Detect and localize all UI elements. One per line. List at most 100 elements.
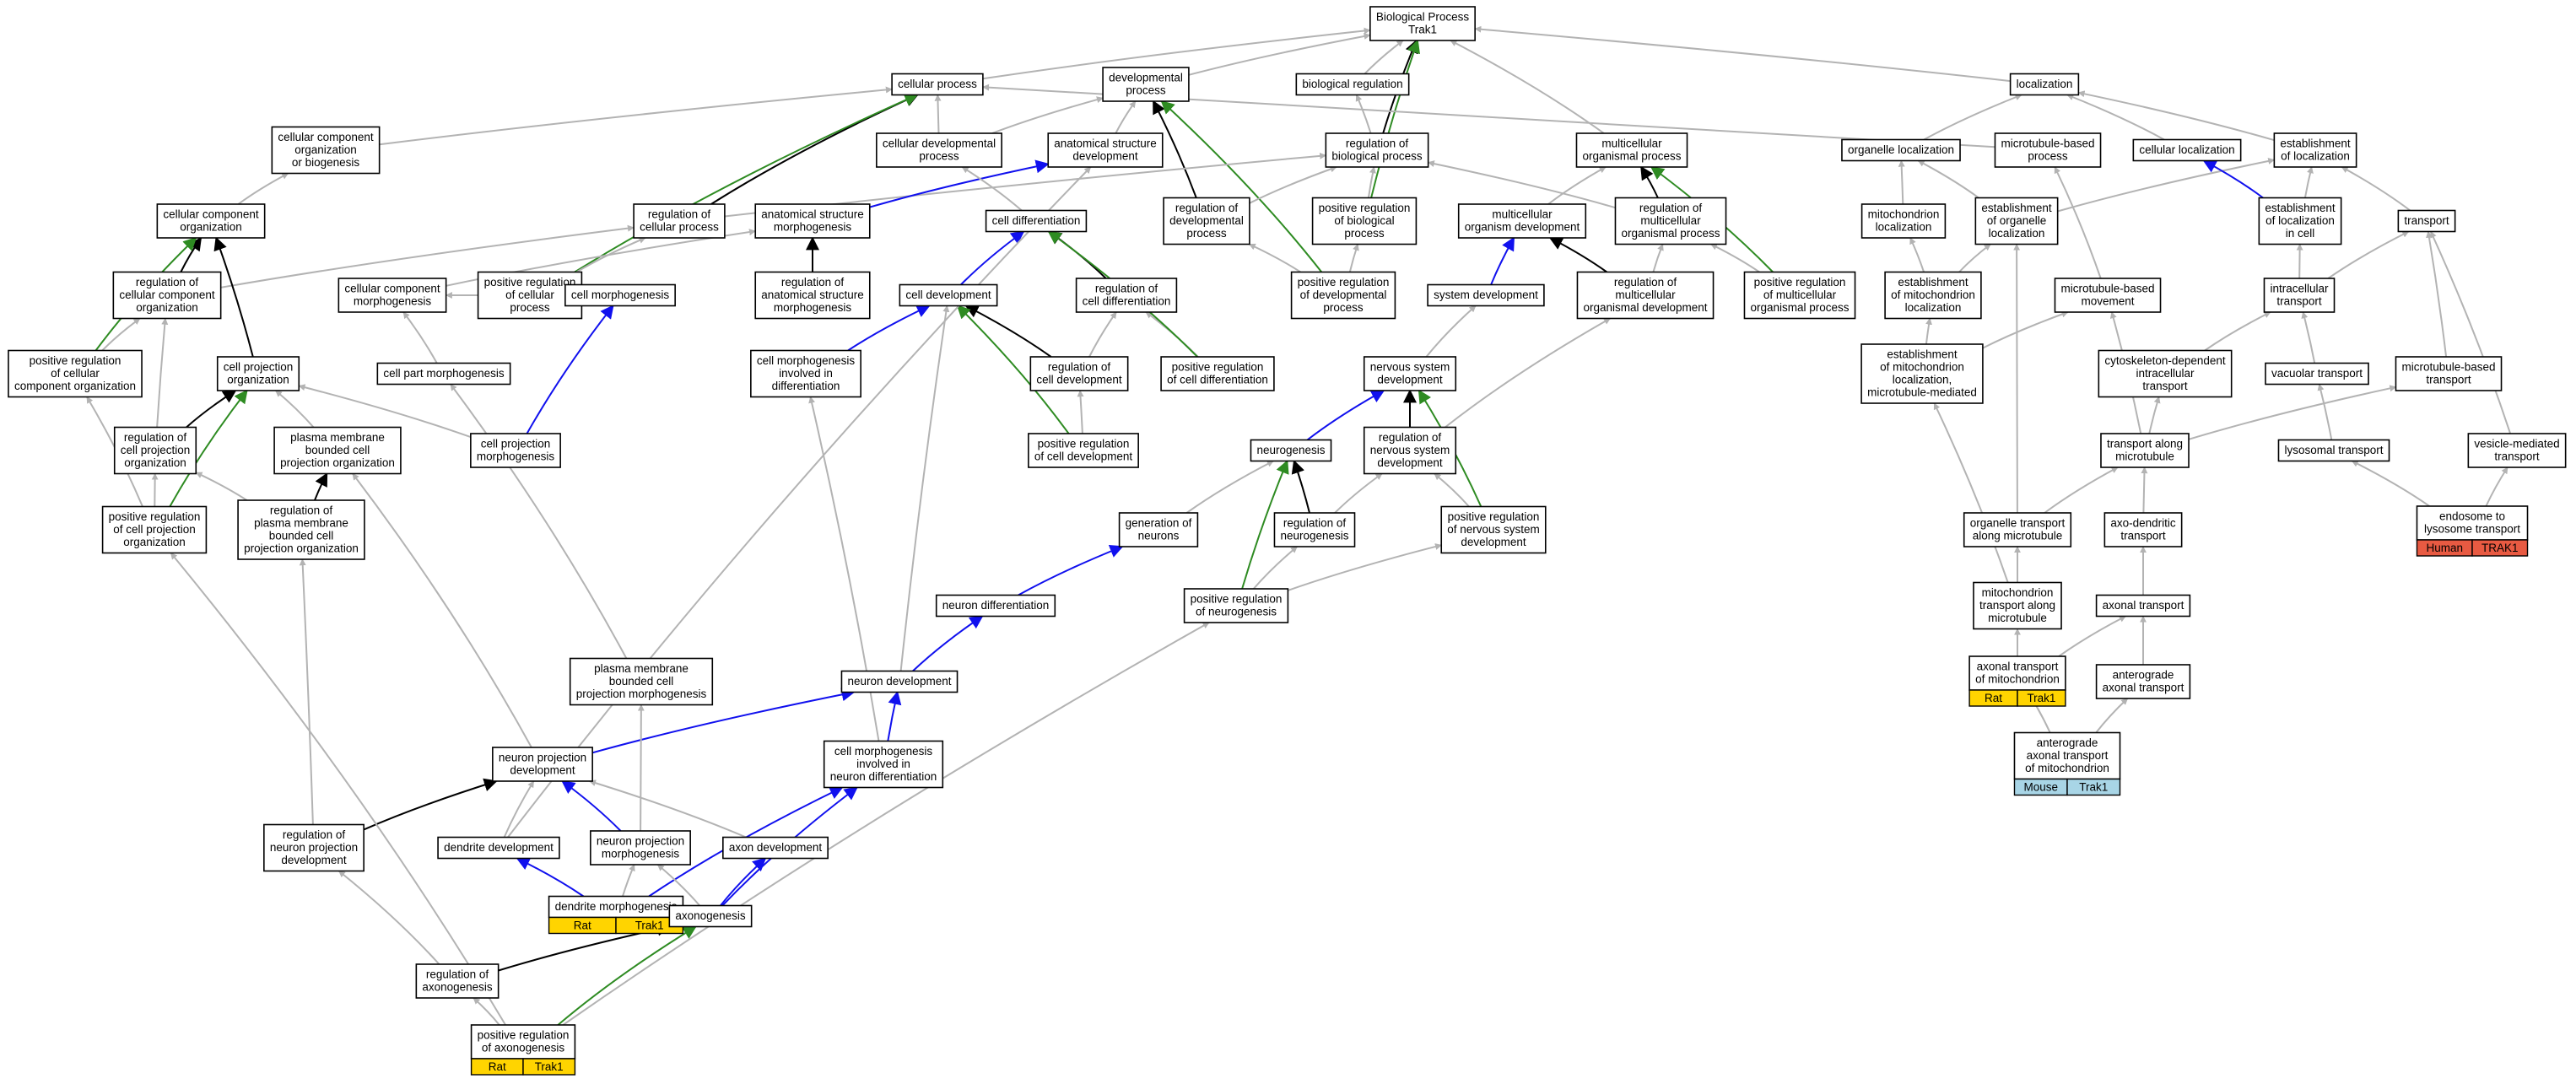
go-term-system-dev[interactable]: system development: [1427, 283, 1545, 307]
go-term-biological-regulation[interactable]: biological regulation: [1295, 73, 1410, 96]
term-box: [985, 209, 1088, 233]
go-term-organelle-loc[interactable]: organelle localization: [1841, 138, 1961, 162]
term-box: [1963, 512, 2072, 547]
go-term-cell-part-morph[interactable]: cell part morphogenesis: [376, 362, 511, 386]
term-label: establishment: [1887, 348, 1958, 361]
go-term-transport[interactable]: transport: [2397, 209, 2456, 233]
term-label: cellular component: [278, 131, 374, 143]
term-label: dendrite morphogenesis: [555, 900, 678, 913]
go-term-axon-dev[interactable]: axon development: [722, 836, 829, 860]
edge-is-a: [1355, 94, 1372, 134]
term-label: anterograde: [2113, 669, 2174, 682]
go-term-neurogenesis[interactable]: neurogenesis: [1250, 439, 1332, 462]
go-term-axonogenesis[interactable]: axonogenesis: [668, 904, 753, 928]
go-term-cell-differentiation[interactable]: cell differentiation: [985, 209, 1088, 233]
go-term-neuron-development[interactable]: neuron development: [840, 670, 959, 693]
go-term-cytoskeleton-transport[interactable]: cytoskeleton-dependentintracellulartrans…: [2098, 349, 2233, 398]
go-term-localization[interactable]: localization: [2009, 73, 2080, 96]
term-label: of mitochondrion: [1880, 361, 1964, 374]
go-term-cell-morph[interactable]: cell morphogenesis: [564, 283, 676, 307]
term-label: positive regulation: [478, 1029, 570, 1042]
term-box: [1994, 132, 2102, 168]
go-term-axonal-transport[interactable]: axonal transport: [2095, 594, 2191, 618]
go-term-cell-development[interactable]: cell development: [899, 283, 998, 307]
go-term-cellular-loc[interactable]: cellular localization: [2132, 138, 2242, 162]
go-term-cellular-process[interactable]: cellular process: [891, 73, 984, 96]
term-label: development: [1461, 536, 1526, 548]
term-label: transport: [2404, 214, 2449, 227]
gene-cell: [2471, 539, 2529, 557]
go-term-dendrite-dev[interactable]: dendrite development: [437, 836, 560, 860]
go-term-lysosomal-transport[interactable]: lysosomal transport: [2277, 439, 2390, 462]
go-term-neuron-differentiation[interactable]: neuron differentiation: [935, 594, 1056, 618]
go-term-vacuolar-transport[interactable]: vacuolar transport: [2265, 362, 2369, 386]
